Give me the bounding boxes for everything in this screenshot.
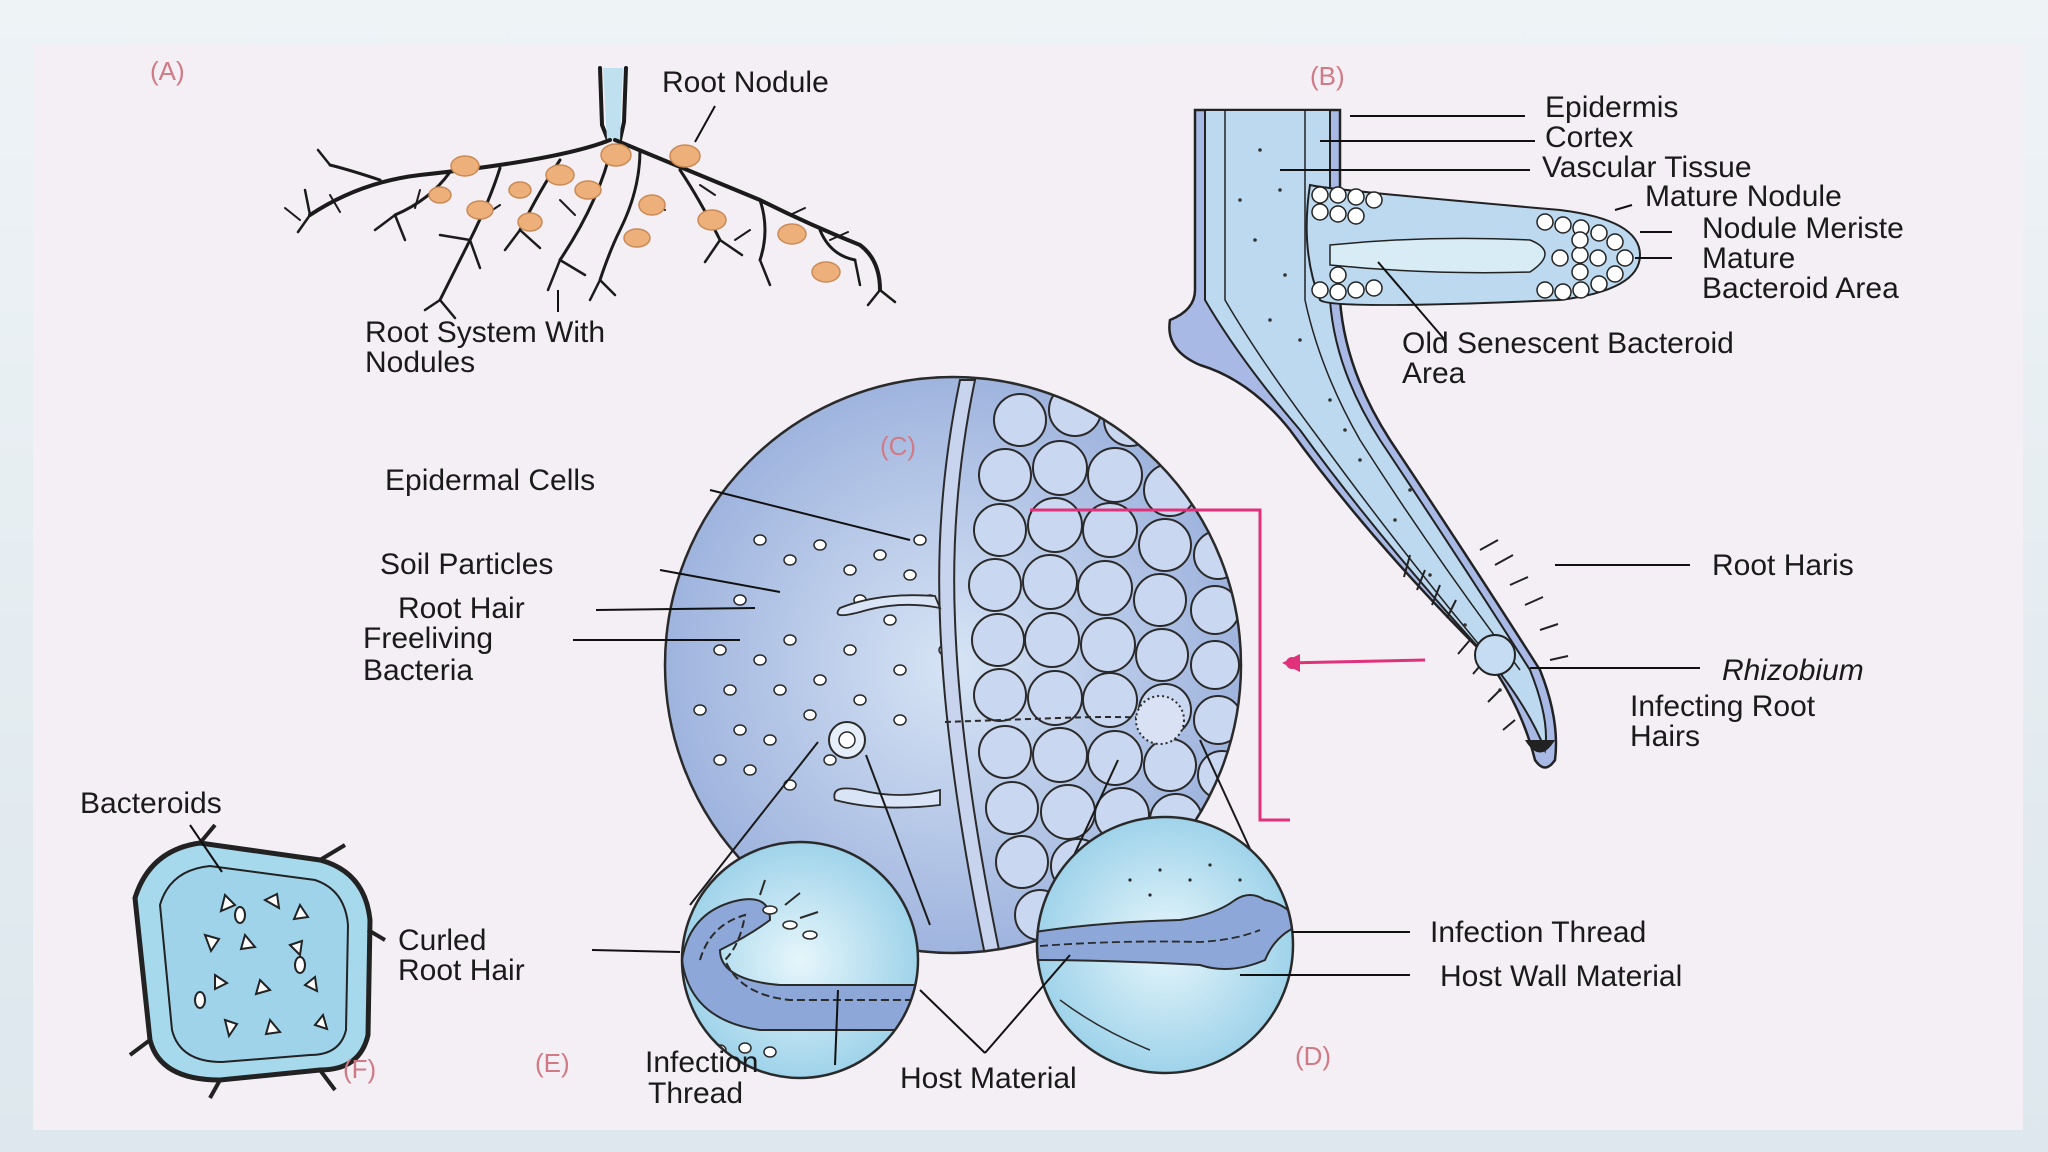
label-mature-bacteroid-2: Bacteroid Area <box>1702 272 1899 305</box>
panel-label-b: (B) <box>1310 61 1345 91</box>
label-infection-thread-e-2: Thread <box>648 1077 743 1110</box>
circle-c-outline <box>663 375 1243 955</box>
label-root-hairs: Root Haris <box>1712 549 1854 582</box>
label-mature-nodule: Mature Nodule <box>1645 180 1842 213</box>
panel-label-e: (E) <box>535 1048 570 1078</box>
label-epidermal-cells: Epidermal Cells <box>385 464 595 497</box>
circle-d-outline <box>1035 815 1295 1075</box>
section-b-leaders <box>1280 115 1700 669</box>
label-nodule-meristem: Nodule Meriste <box>1702 212 1904 245</box>
label-infection-thread-e-1: Infection <box>645 1046 758 1079</box>
label-curled-2: Root Hair <box>398 954 525 987</box>
circle-e-curled-root-hair <box>682 842 918 1078</box>
zoom-pointer <box>1030 508 1426 822</box>
section-de-leaders <box>591 931 1410 1066</box>
label-epidermis: Epidermis <box>1545 91 1678 124</box>
panel-label-c: (C) <box>880 431 916 461</box>
label-freeliving-1: Freeliving <box>363 622 493 655</box>
root-nodule-leader <box>694 105 716 143</box>
label-mature-bacteroid-1: Mature <box>1702 242 1795 275</box>
bacteroids-leader <box>189 824 223 873</box>
bacteroid-cell-drawing <box>128 823 387 1099</box>
panel-label-d: (D) <box>1295 1041 1331 1071</box>
label-infection-thread-d: Infection Thread <box>1430 916 1646 949</box>
label-infecting-1: Infecting Root <box>1630 690 1816 723</box>
label-vascular-tissue: Vascular Tissue <box>1542 151 1752 184</box>
label-rhizobium: Rhizobium <box>1722 654 1864 687</box>
label-host-wall-material: Host Wall Material <box>1440 960 1682 993</box>
label-freeliving-2: Bacteria <box>363 654 473 687</box>
panel-letters: (A) (B) (C) (D) (E) (F) <box>150 56 1345 1084</box>
label-bacteroids: Bacteroids <box>80 787 222 820</box>
label-root-system-1: Root System With <box>365 316 605 349</box>
circle-e-outline <box>680 840 920 1080</box>
label-infecting-2: Hairs <box>1630 720 1700 753</box>
panel-label-f: (F) <box>343 1054 376 1084</box>
label-old-senescent-2: Area <box>1402 357 1466 390</box>
section-c-leaders <box>573 489 911 641</box>
label-curled-1: Curled <box>398 924 486 957</box>
label-host-material: Host Material <box>900 1062 1077 1095</box>
root-nodules <box>428 143 841 283</box>
label-root-hair: Root Hair <box>398 592 525 625</box>
label-old-senescent-1: Old Senescent Bacteroid <box>1402 327 1734 360</box>
label-cortex: Cortex <box>1545 121 1633 154</box>
label-root-nodule: Root Nodule <box>662 66 829 99</box>
label-soil-particles: Soil Particles <box>380 548 553 581</box>
label-root-system-2: Nodules <box>365 346 475 379</box>
root-section-drawing <box>1168 108 1642 769</box>
circle-d-infection-thread <box>1037 817 1293 1073</box>
panel-label-a: (A) <box>150 56 185 86</box>
